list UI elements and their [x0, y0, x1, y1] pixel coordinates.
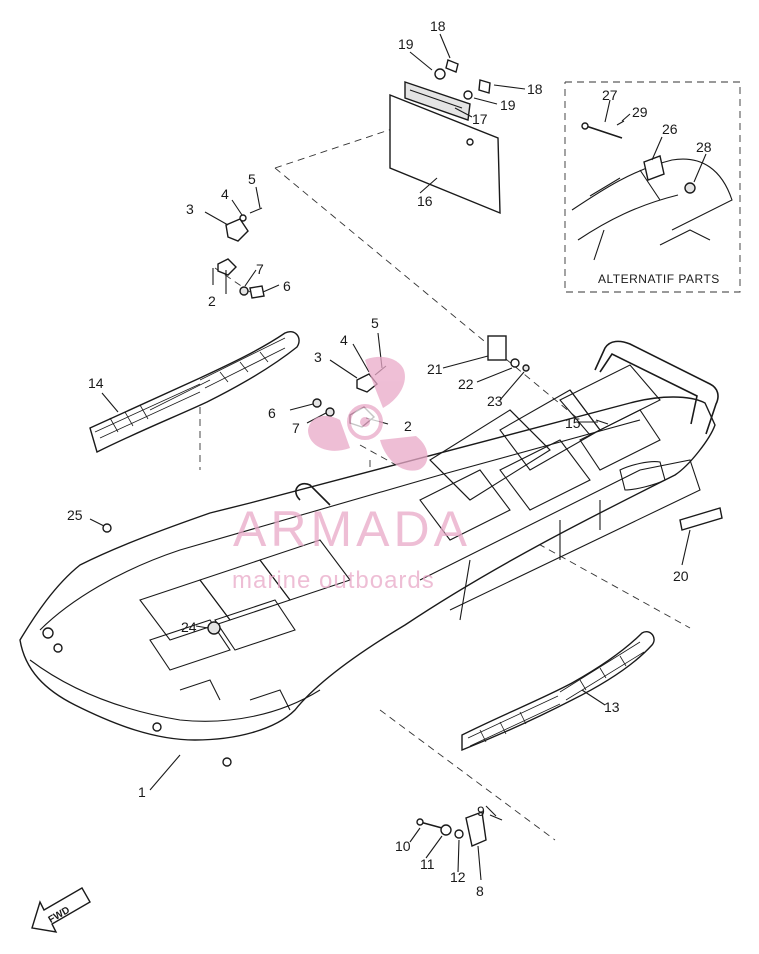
callout-5a: 5: [248, 171, 256, 187]
callout-19b: 19: [500, 97, 516, 113]
alternate-parts-box: [564, 81, 741, 293]
callout-9: 9: [477, 803, 485, 819]
bottom-bracket-parts: [416, 811, 503, 847]
callout-13: 13: [604, 699, 620, 715]
frame-body-1: [19, 340, 723, 767]
callout-labels: 1 2 2 3 3 4 4 5 5 6 6 7 7 8 9 10 11 12 1…: [67, 18, 712, 899]
callout-8: 8: [476, 883, 484, 899]
watermark-tagline: marine outboards: [232, 567, 435, 594]
callout-28: 28: [696, 139, 712, 155]
hinge-parts-upper: [212, 207, 265, 299]
running-board-13: [461, 631, 655, 752]
callout-29: 29: [632, 104, 648, 120]
callout-18a: 18: [430, 18, 446, 34]
propeller-logo-icon: [308, 356, 428, 471]
armada-watermark: ARMADA marine outboards: [232, 356, 471, 594]
callout-5b: 5: [371, 315, 379, 331]
callout-22: 22: [458, 376, 474, 392]
callout-23: 23: [487, 393, 503, 409]
watermark-name: ARMADA: [233, 501, 471, 557]
callout-24: 24: [181, 619, 197, 635]
fwd-arrow: FWD: [31, 887, 91, 933]
callout-16: 16: [417, 193, 433, 209]
callout-6b: 6: [268, 405, 276, 421]
callout-3b: 3: [314, 349, 322, 365]
callout-7b: 7: [292, 420, 300, 436]
callout-6a: 6: [283, 278, 291, 294]
callout-19a: 19: [398, 36, 414, 52]
callout-25: 25: [67, 507, 83, 523]
callout-14: 14: [88, 375, 104, 391]
callout-3a: 3: [186, 201, 194, 217]
callout-2b: 2: [404, 418, 412, 434]
plate-assembly-16: [389, 59, 501, 215]
running-board-14: [89, 331, 300, 454]
callout-7a: 7: [256, 261, 264, 277]
callout-12: 12: [450, 869, 466, 885]
callout-21: 21: [427, 361, 443, 377]
leader-lines: [89, 33, 707, 881]
callout-27: 27: [602, 87, 618, 103]
alternate-parts-caption: ALTERNATIF PARTS: [598, 272, 720, 286]
callout-20: 20: [673, 568, 689, 584]
callout-18b: 18: [527, 81, 543, 97]
callout-11: 11: [420, 856, 435, 872]
callout-26: 26: [662, 121, 678, 137]
callout-4b: 4: [340, 332, 348, 348]
callout-2a: 2: [208, 293, 216, 309]
callout-10: 10: [395, 838, 411, 854]
callout-17: 17: [472, 111, 488, 127]
callout-1: 1: [138, 784, 146, 800]
hinge-parts-center: [312, 335, 530, 428]
callout-15: 15: [565, 415, 581, 431]
callout-4a: 4: [221, 186, 229, 202]
